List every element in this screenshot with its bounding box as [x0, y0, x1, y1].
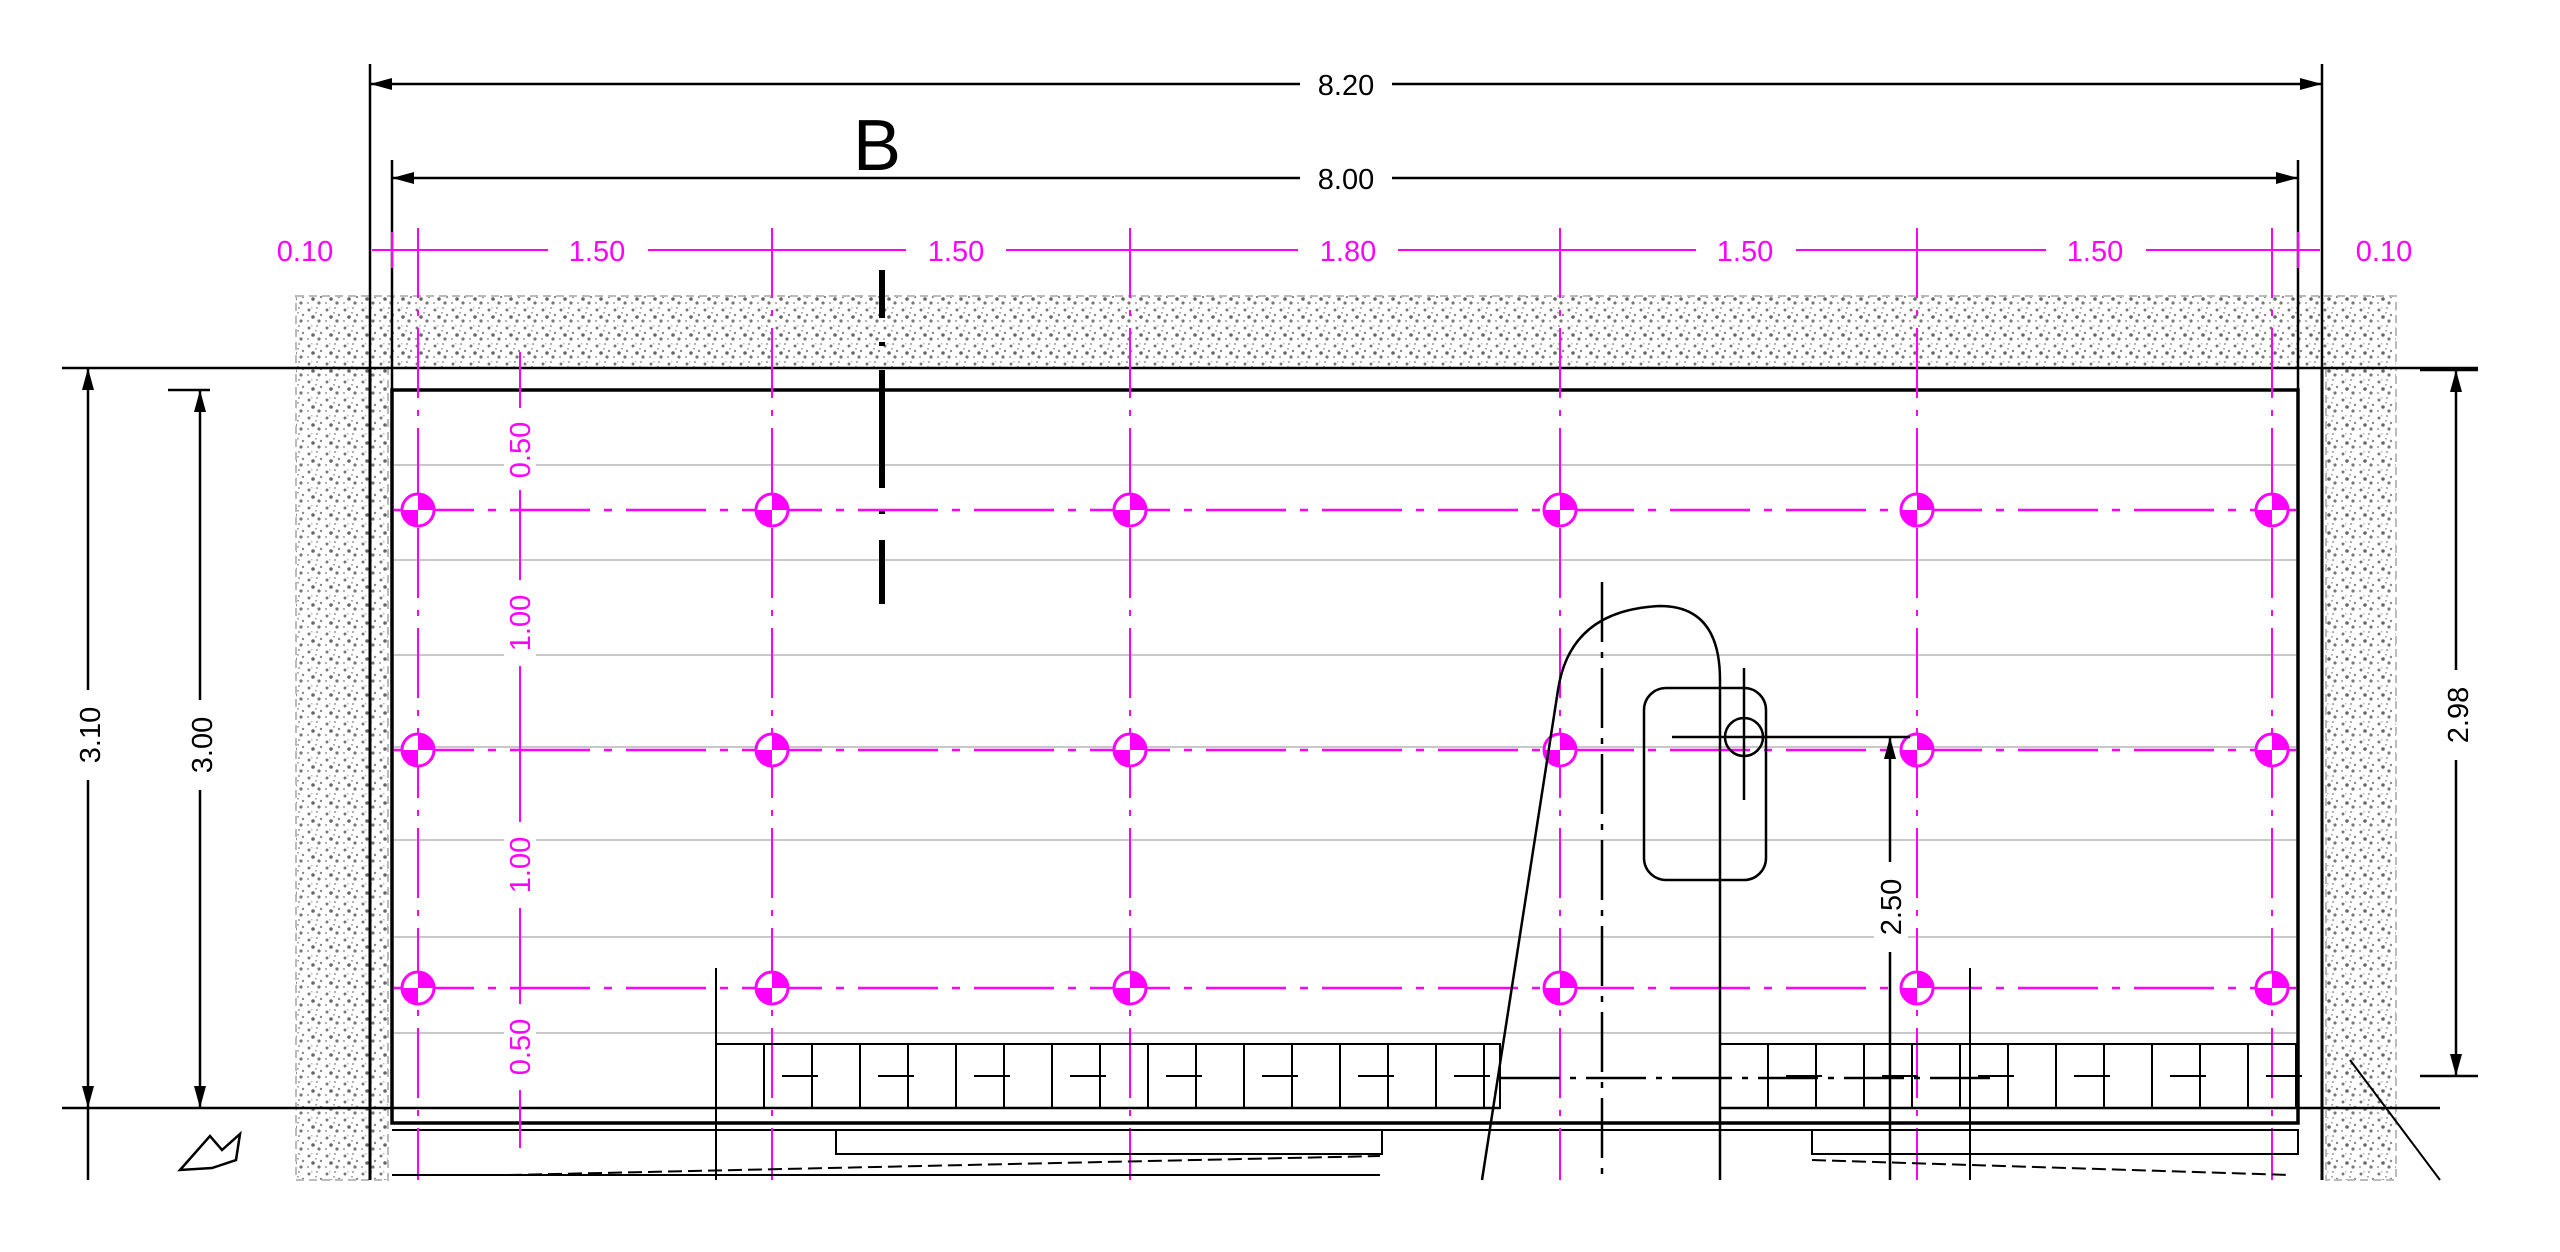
row-spacing-chain: 0.50 1.00 1.00 0.50 — [504, 352, 537, 1148]
anchor-point-1-6-fill-b — [2256, 510, 2272, 526]
anchor-point-3-4-fill-b — [1544, 988, 1560, 1004]
inner-height-dimension: 3.00 — [168, 388, 219, 1108]
row-spacing-label-2: 1.00 — [505, 595, 537, 651]
bay-label-2: 1.50 — [928, 236, 984, 268]
row-spacing-label-1: 0.50 — [505, 422, 537, 478]
anchor-point-3-3-fill-b — [1114, 988, 1130, 1004]
anchor-point-2-6-fill-b — [2256, 750, 2272, 766]
anchor-point-1-2-fill-a — [772, 494, 788, 510]
lower-structure — [369, 1059, 2441, 1181]
anchor-point-2-3-fill-b — [1114, 750, 1130, 766]
bay-dimension-chain: 0.10 0.10 1.50 1.50 1.80 1.50 1.50 — [254, 232, 2440, 268]
anchor-point-3-1-fill-a — [418, 972, 434, 988]
anchor-point-1-1-fill-b — [402, 510, 418, 526]
inner-height-label: 3.00 — [187, 717, 219, 773]
rail-grating — [715, 968, 2302, 1180]
anchor-point-1-5-fill-a — [1917, 494, 1933, 510]
anchor-point-3-5-fill-b — [1901, 988, 1917, 1004]
anchor-point-3-4-fill-a — [1560, 972, 1576, 988]
bay-label-3: 1.80 — [1320, 236, 1376, 268]
crane-bay-outline — [62, 366, 2478, 1180]
level-marker-icon — [177, 1130, 242, 1172]
anchor-point-2-1-fill-a — [418, 734, 434, 750]
anchor-point-3-2-fill-a — [772, 972, 788, 988]
anchor-point-3-1-fill-b — [402, 988, 418, 1004]
anchor-point-2-2-fill-b — [756, 750, 772, 766]
anchor-point-1-6-fill-a — [2272, 494, 2288, 510]
section-label: B — [853, 106, 901, 186]
anchor-point-1-4-fill-a — [1560, 494, 1576, 510]
anchor-point-2-3-fill-a — [1130, 734, 1146, 750]
inner-width-dimension: 8.00 — [390, 160, 2300, 390]
anchor-point-3-2-fill-b — [756, 988, 772, 1004]
anchor-point-2-5-fill-a — [1917, 734, 1933, 750]
overall-width-dimension: 8.20 — [368, 64, 2324, 368]
anchor-point-2-4-fill-a — [1560, 734, 1576, 750]
overall-width-label: 8.20 — [1318, 70, 1374, 102]
anchor-point-1-5-fill-b — [1901, 510, 1917, 526]
right-height-dimension: 2.98 — [2420, 368, 2478, 1078]
bay-label-4: 1.50 — [1717, 236, 1773, 268]
bay-label-5: 1.50 — [2067, 236, 2123, 268]
inner-width-label: 8.00 — [1318, 164, 1374, 196]
anchor-point-3-5-fill-a — [1917, 972, 1933, 988]
anchor-point-1-1-fill-a — [418, 494, 434, 510]
anchor-point-1-3-fill-a — [1130, 494, 1146, 510]
total-height-dimension: 3.10 — [72, 368, 107, 1180]
anchor-point-2-5-fill-b — [1901, 750, 1917, 766]
anchor-point-1-4-fill-b — [1544, 510, 1560, 526]
anchor-point-3-3-fill-a — [1130, 972, 1146, 988]
right-height-label: 2.98 — [2443, 687, 2475, 743]
edge-left-label: 0.10 — [277, 236, 333, 268]
bay-label-1: 1.50 — [569, 236, 625, 268]
row-spacing-label-4: 0.50 — [505, 1019, 537, 1075]
anchor-point-3-6-fill-b — [2256, 988, 2272, 1004]
anchor-point-2-1-fill-b — [402, 750, 418, 766]
concrete-wall — [295, 295, 2397, 1181]
guide-lines — [394, 464, 2296, 1034]
total-height-label: 3.10 — [75, 707, 107, 763]
hook-height-label: 2.50 — [1876, 879, 1908, 935]
anchor-point-3-6-fill-a — [2272, 972, 2288, 988]
edge-right-label: 0.10 — [2356, 236, 2412, 268]
hook-height-dimension: 2.50 — [1874, 737, 1908, 1180]
column-grid — [394, 228, 2296, 1180]
crane-hook-outline — [1480, 582, 2000, 1181]
anchor-point-2-6-fill-a — [2272, 734, 2288, 750]
anchor-point-2-2-fill-a — [772, 734, 788, 750]
row-spacing-label-3: 1.00 — [505, 837, 537, 893]
anchor-point-1-3-fill-b — [1114, 510, 1130, 526]
anchor-point-1-2-fill-b — [756, 510, 772, 526]
